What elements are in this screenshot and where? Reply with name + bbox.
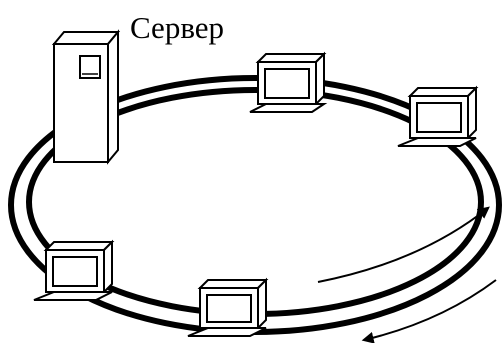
workstation-screen <box>264 68 310 99</box>
server-drive-bay <box>79 55 101 79</box>
server-side-face <box>107 29 119 165</box>
workstation-bottom <box>187 277 269 337</box>
workstation-screen <box>52 256 98 287</box>
flow-arrow-outer <box>361 279 497 343</box>
workstation-base <box>397 137 477 147</box>
workstation-left <box>33 239 115 301</box>
flow-arrow-inner <box>317 206 490 283</box>
workstation-base <box>187 327 267 337</box>
server-node <box>51 29 121 165</box>
workstation-screen <box>206 294 252 323</box>
workstation-base <box>249 103 328 113</box>
workstation-base <box>33 291 113 301</box>
workstation-screen <box>416 102 462 133</box>
workstation-top <box>249 51 328 113</box>
workstation-right <box>397 85 479 147</box>
server-label: Сервер <box>130 10 224 45</box>
